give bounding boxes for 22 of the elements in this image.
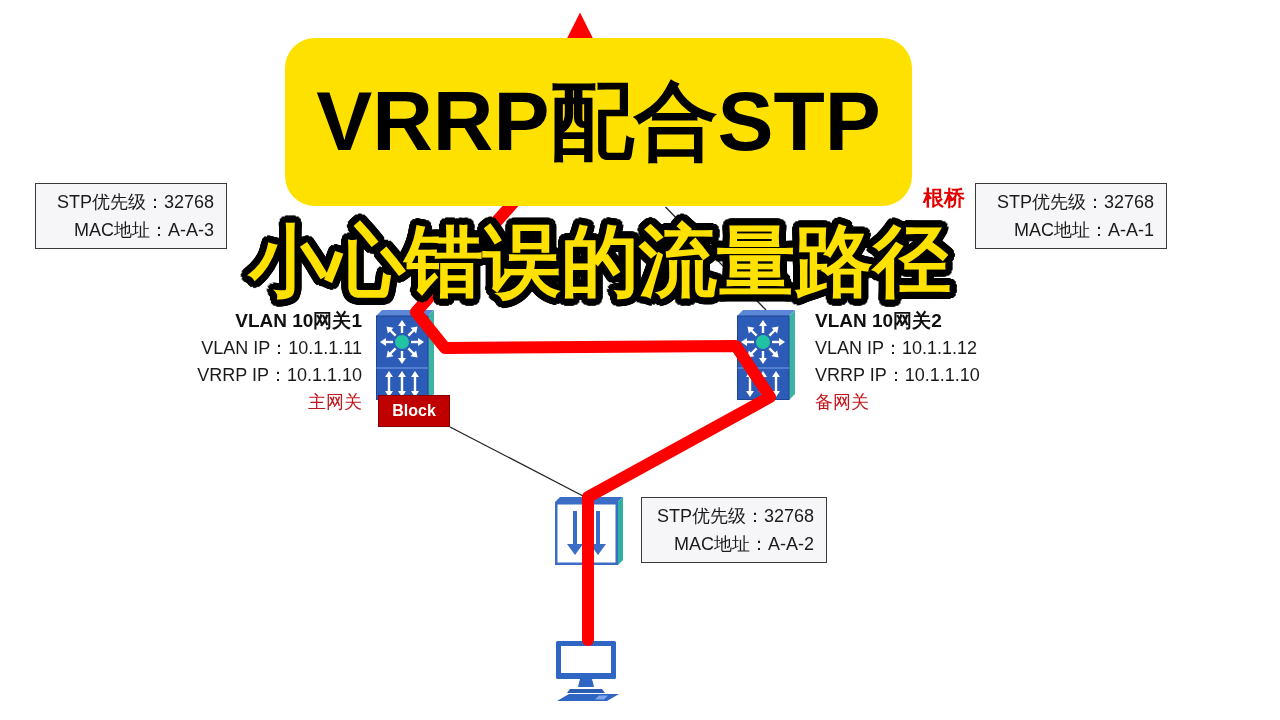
ip-address-text: VLAN IP：10.1.1.11: [201, 337, 362, 359]
status-tag: Block: [378, 395, 450, 427]
computer-icon: [555, 640, 621, 702]
info-box: [975, 183, 1167, 249]
info-text: MAC地址：A-A-2: [674, 533, 814, 555]
ip-address-text: VRRP IP：10.1.1.10: [197, 364, 362, 386]
info-box: [641, 497, 827, 563]
title-banner: VRRP配合STP: [285, 38, 912, 206]
info-box: [35, 183, 227, 249]
switch-icon: [376, 310, 434, 400]
device-label: VLAN 10网关2: [815, 310, 942, 332]
info-text: STP优先级：32768: [56, 191, 214, 213]
info-text: STP优先级：32768: [656, 505, 814, 527]
role-label: 备网关: [815, 391, 869, 413]
ip-address-text: VRRP IP：10.1.1.10: [815, 364, 980, 386]
ip-address-text: VLAN IP：10.1.1.12: [815, 337, 978, 359]
role-label: 根桥: [923, 186, 965, 210]
role-label: 主网关: [308, 391, 362, 413]
info-text: MAC地址：A-A-1: [1014, 219, 1154, 241]
info-text: STP优先级：32768: [996, 191, 1154, 213]
info-text: MAC地址：A-A-3: [74, 219, 214, 241]
device-label: VLAN 10网关1: [235, 310, 362, 332]
